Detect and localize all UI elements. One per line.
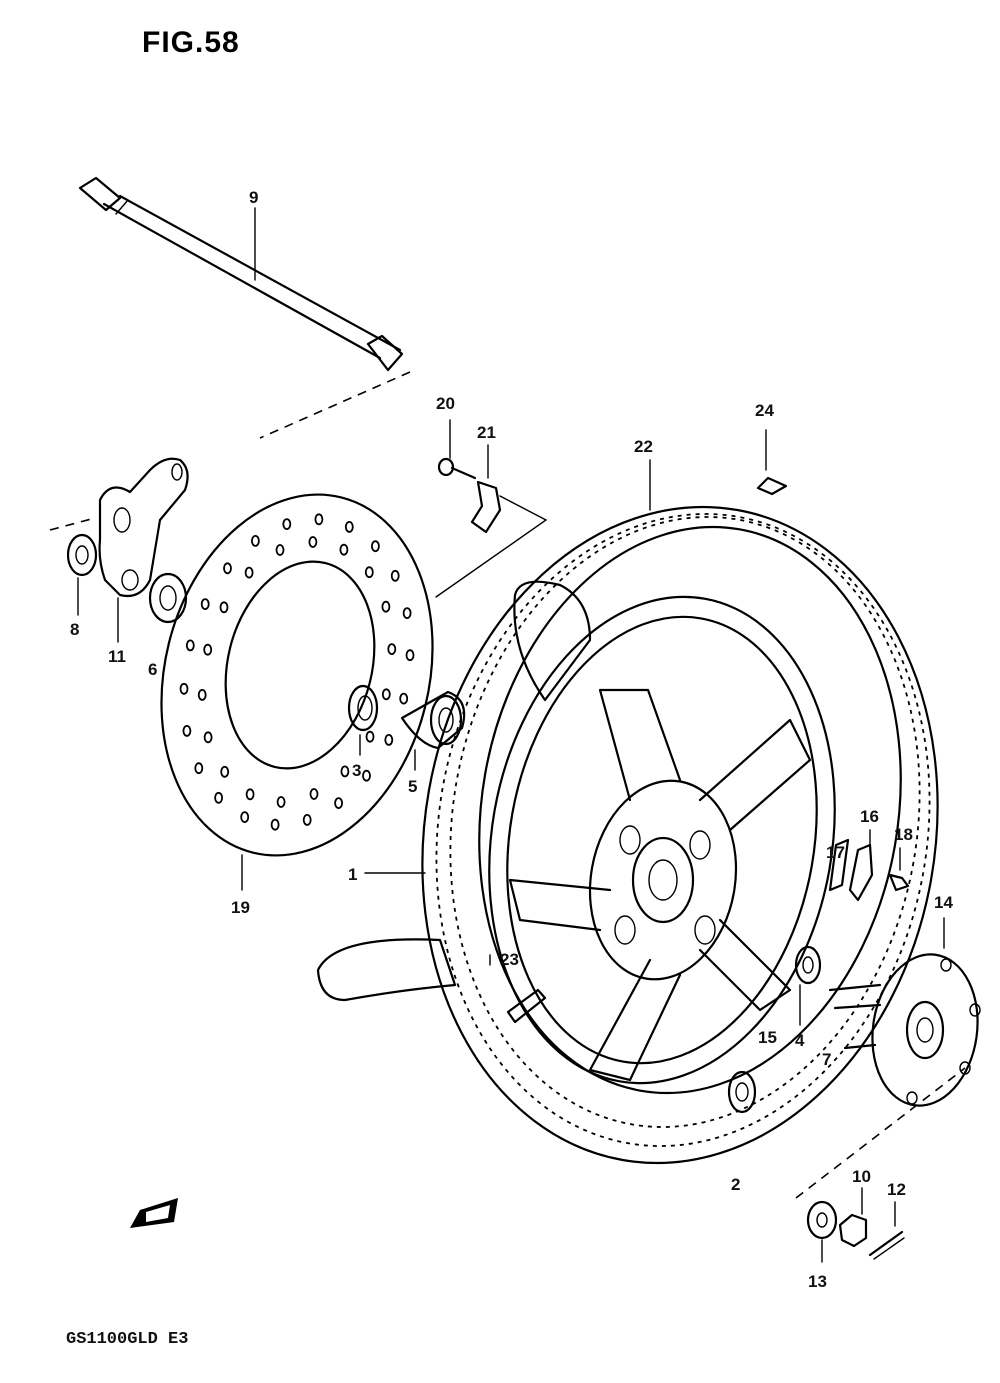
disc-hole <box>197 689 207 701</box>
callout-8: 8 <box>70 620 79 639</box>
disc-bolt-2-part <box>888 873 910 892</box>
disc-hole <box>387 643 397 655</box>
lock-washer-2-part <box>848 843 874 902</box>
disc-hole <box>390 569 400 582</box>
lock-washer-part <box>470 480 502 534</box>
callout-7: 7 <box>822 1050 831 1069</box>
brake-disc-part <box>160 493 434 857</box>
bearing-right-part <box>794 945 822 985</box>
disc-hole <box>339 543 349 556</box>
disc-hole <box>203 731 213 744</box>
callout-3: 3 <box>352 761 361 780</box>
lock-plate-part <box>828 838 850 892</box>
callout-22: 22 <box>634 437 653 456</box>
disc-hole <box>185 639 195 652</box>
callout-16: 16 <box>860 807 879 826</box>
disc-hole <box>245 788 255 801</box>
disc-hole <box>399 692 409 705</box>
disc-hole <box>334 797 344 809</box>
model-code: GS1100GLD E3 <box>66 1330 188 1349</box>
callout-17: 17 <box>826 843 845 862</box>
disc-hole <box>314 513 324 526</box>
axle-centerline <box>259 371 411 439</box>
washer-part <box>806 1200 838 1240</box>
callout-9: 9 <box>249 188 258 207</box>
disc-hole <box>203 643 213 656</box>
speedometer-bracket-part <box>66 457 189 624</box>
disc-hole <box>370 540 380 553</box>
disc-hole <box>223 562 232 575</box>
disc-hole <box>362 769 371 782</box>
disc-hole <box>364 566 374 579</box>
callout-18: 18 <box>894 825 913 844</box>
callout-4: 4 <box>795 1031 805 1050</box>
disc-hole <box>402 607 412 619</box>
callout-13: 13 <box>808 1272 827 1291</box>
nut-part <box>838 1213 868 1248</box>
disc-hole <box>270 818 280 831</box>
callout-1: 1 <box>348 865 357 884</box>
disc-hole <box>220 765 230 778</box>
disc-hole <box>381 688 391 701</box>
callout-20: 20 <box>436 394 455 413</box>
disc-hole <box>240 811 250 823</box>
callout-19: 19 <box>231 898 250 917</box>
tire-part <box>316 505 939 1165</box>
disc-hole <box>365 730 375 743</box>
hub-flange-part <box>828 953 981 1107</box>
disc-hole <box>182 725 192 737</box>
disc-hole <box>282 518 292 530</box>
figure-title: FIG.58 <box>142 26 240 59</box>
balance-weight-part <box>756 476 788 496</box>
callout-15: 15 <box>758 1028 777 1047</box>
bearing-part <box>347 684 379 732</box>
callout-12: 12 <box>887 1180 906 1199</box>
disc-hole <box>179 682 189 695</box>
callout-10: 10 <box>852 1167 871 1186</box>
valve-part <box>506 988 547 1024</box>
disc-hole <box>405 649 415 662</box>
disc-hole <box>250 535 260 547</box>
axle-part <box>78 176 404 372</box>
disc-hole <box>344 521 354 533</box>
disc-hole <box>381 600 391 613</box>
rim-part <box>488 595 836 1085</box>
disc-holes <box>179 513 415 831</box>
callout-2: 2 <box>731 1175 740 1194</box>
disc-hole <box>276 796 286 808</box>
disc-hole <box>219 601 229 614</box>
callout-23: 23 <box>500 950 519 969</box>
dash-left <box>49 517 96 531</box>
bearing-lower-part <box>727 1070 757 1114</box>
disc-hole <box>194 762 204 775</box>
axle-centerline-right <box>795 1067 966 1199</box>
disc-hole <box>302 814 312 826</box>
bolt-group-line <box>435 495 548 598</box>
disc-hole <box>340 765 350 778</box>
disc-hole <box>275 544 285 556</box>
disc-hole <box>309 788 319 800</box>
callout-21: 21 <box>477 423 496 442</box>
disc-hole <box>384 734 394 746</box>
callout-6: 6 <box>148 660 157 679</box>
callout-24: 24 <box>755 401 774 420</box>
disc-hole <box>308 536 318 548</box>
disc-hole <box>244 566 254 579</box>
disc-bolt-part <box>437 457 477 480</box>
disc-hole <box>214 791 224 804</box>
callout-14: 14 <box>934 893 953 912</box>
cotter-pin-part <box>868 1230 905 1260</box>
callout-11: 11 <box>108 647 126 666</box>
callout-5: 5 <box>408 777 417 796</box>
disc-hole <box>200 598 210 610</box>
fwd-arrow-icon <box>130 1198 178 1228</box>
